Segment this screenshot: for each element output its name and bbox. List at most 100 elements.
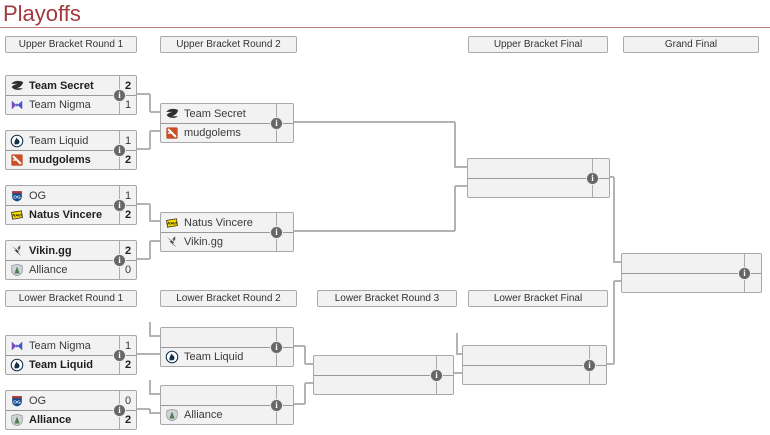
team-row[interactable]: Alliance [161,405,293,424]
team-name[interactable]: Vikin.gg [184,236,223,248]
team-name[interactable]: Natus Vincere [29,209,103,221]
connector-line [149,380,151,395]
match-info-icon[interactable]: i [271,400,282,411]
team-score: 2 [119,76,136,95]
team-row[interactable]: OG OG 1 [6,186,136,205]
connector-line [135,148,150,150]
team-row[interactable]: Team Secret 2 [6,76,136,95]
team-name[interactable]: Team Secret [184,107,246,120]
connector-line [454,122,456,168]
match-info-icon[interactable]: i [587,173,598,184]
team-name[interactable]: Team Liquid [29,359,93,371]
connector-line [292,121,455,123]
connector-line [292,403,305,405]
team-score [744,254,761,273]
team-secret-logo-icon [6,79,28,93]
team-name[interactable]: Team Secret [29,79,94,92]
empty-team-row [463,365,606,384]
team-score: 2 [119,411,136,429]
connector-line [135,203,150,205]
team-name[interactable]: mudgolems [184,127,241,139]
team-score [436,356,453,375]
match-info-icon[interactable]: i [114,90,125,101]
team-score [744,274,761,292]
team-score: 1 [119,131,136,150]
team-score: 2 [119,206,136,224]
team-name[interactable]: Team Liquid [29,134,89,147]
connector-line [150,335,160,337]
round-header: Grand Final [623,36,759,53]
connector-line [454,186,456,231]
connector-line [149,204,151,222]
connector-line [304,346,306,364]
team-name[interactable]: OG [29,189,47,202]
connector-line [135,408,150,410]
round-header: Upper Bracket Final [468,36,608,53]
empty-team-row [622,273,761,292]
team-secret-logo-icon [161,107,183,121]
round-header: Upper Bracket Round 1 [5,36,137,53]
team-score [592,179,609,197]
team-row[interactable]: Team Liquid 1 [6,131,136,150]
team-row[interactable]: Team Secret [161,104,293,123]
connector-line [613,281,615,364]
empty-team-row [622,254,761,273]
team-name[interactable]: mudgolems [29,154,91,166]
team-name[interactable]: Team Liquid [184,351,244,363]
team-score: 1 [119,186,136,205]
match-info-icon[interactable]: i [114,255,125,266]
empty-team-row [463,346,606,365]
match-info-icon[interactable]: i [114,200,125,211]
alliance-logo-icon [6,413,28,427]
empty-team-row [468,159,609,178]
team-name[interactable]: Team Nigma [29,99,91,111]
connector-line [135,258,150,260]
team-score [276,213,293,232]
team-name[interactable]: Team Nigma [29,339,91,352]
alliance-logo-icon [161,408,183,422]
match-info-icon[interactable]: i [271,118,282,129]
match-info-icon[interactable]: i [271,227,282,238]
team-row[interactable]: Alliance 2 [6,410,136,429]
team-score [436,376,453,394]
team-name[interactable]: Alliance [29,414,72,426]
match-info-icon[interactable]: i [431,370,442,381]
team-name[interactable]: Alliance [184,409,223,421]
match-info-icon[interactable]: i [584,360,595,371]
connector-line [150,412,160,414]
team-name[interactable]: Natus Vincere [184,216,253,229]
empty-team-row [161,386,293,405]
team-row[interactable]: Vikin.gg [161,232,293,251]
match-info-icon[interactable]: i [114,405,125,416]
match-info-icon[interactable]: i [739,268,750,279]
team-name[interactable]: Alliance [29,264,68,276]
match-info-icon[interactable]: i [271,342,282,353]
round-header: Lower Bracket Round 1 [5,290,137,307]
natus-vincere-logo-icon: NAVI [161,216,183,230]
svg-text:OG: OG [13,399,21,405]
team-row[interactable]: mudgolems [161,123,293,142]
match-info-icon[interactable]: i [114,350,125,361]
connector-line [149,409,151,414]
team-row[interactable]: Team Liquid [161,347,293,366]
connector-line [305,363,313,365]
match-info-icon[interactable]: i [114,145,125,156]
svg-text:OG: OG [13,194,21,200]
team-name[interactable]: OG [29,394,47,407]
team-name[interactable]: Vikin.gg [29,244,72,257]
connector-line [135,353,160,355]
mudgolems-logo-icon [6,153,28,167]
empty-team-row [314,356,453,375]
